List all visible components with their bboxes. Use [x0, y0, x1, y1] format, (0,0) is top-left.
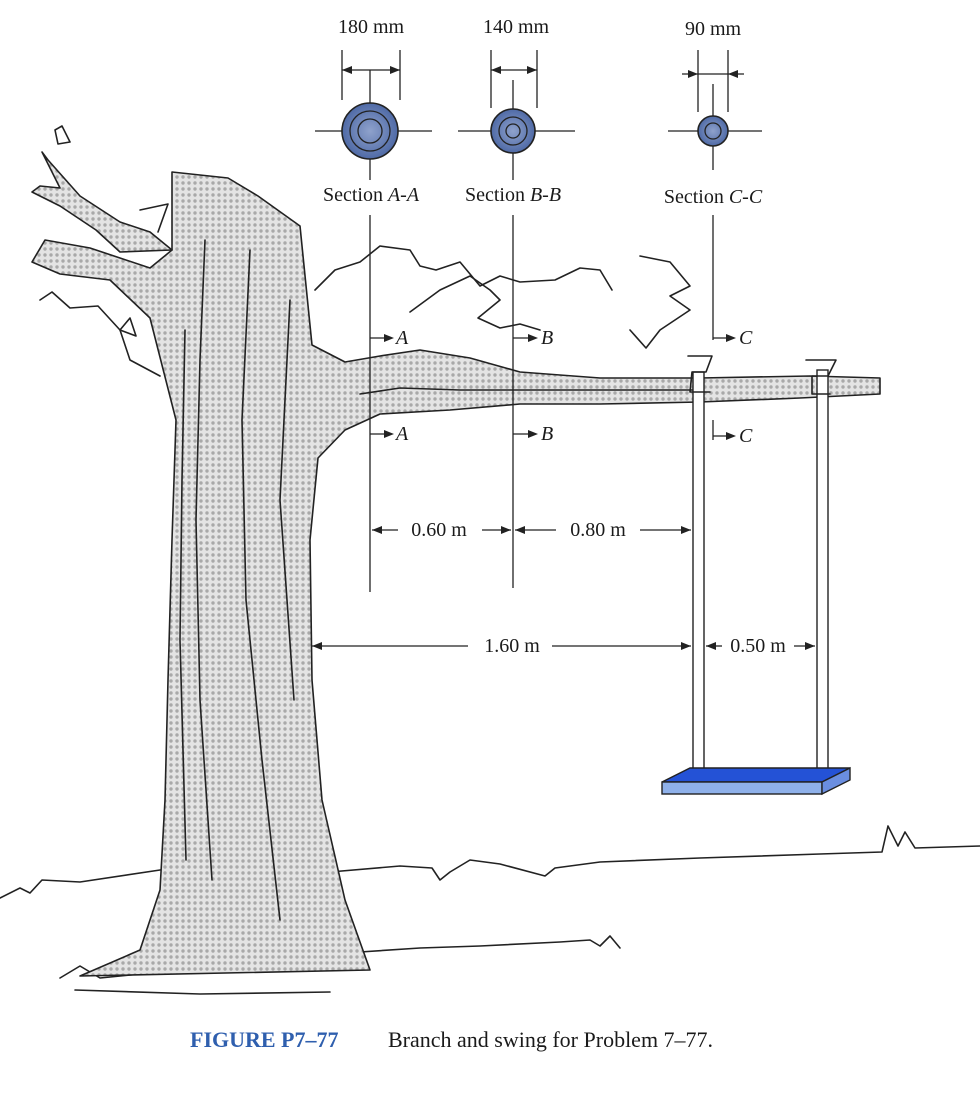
section-b-b: 140 mm Section B-B: [458, 16, 575, 206]
dimension-trunk-to-rope: 1.60 m: [312, 635, 691, 657]
rope-left: [692, 371, 705, 773]
swing-seat-side: [821, 766, 851, 796]
cross-section-c: [697, 115, 729, 147]
section-a-a: 180 mm Section A-A: [315, 16, 432, 206]
dim-b-to-rope-label: 0.80 m: [570, 519, 626, 541]
cut-line-a: A A: [369, 215, 409, 592]
cut-line-b: B B: [512, 215, 553, 588]
section-c-c: 90 mm Section C-C: [664, 18, 763, 208]
swing-seat-top: [661, 767, 851, 783]
section-c-diameter: 90 mm: [685, 18, 742, 40]
knot-right: [805, 359, 837, 395]
dimension-rope-spacing: 0.50 m: [706, 635, 815, 657]
section-a-diameter: 180 mm: [338, 16, 405, 38]
knot-left: [687, 355, 713, 393]
cross-section-b: [490, 108, 536, 154]
caption-text: Branch and swing for Problem 7–77.: [388, 1027, 713, 1052]
section-b-diameter: 140 mm: [483, 16, 550, 38]
caption-label: FIGURE P7–77: [190, 1027, 339, 1052]
dim-trunk-to-rope-label: 1.60 m: [484, 635, 540, 657]
cut-letter-a-bottom: A: [394, 423, 409, 445]
swing: [661, 355, 851, 796]
section-a-title: Section A-A: [323, 184, 420, 206]
dimension-a-to-b: 0.60 m: [372, 519, 511, 541]
dim-a-to-b-label: 0.60 m: [411, 519, 467, 541]
cut-letter-c-bottom: C: [739, 425, 753, 447]
cut-letter-a-top: A: [394, 327, 409, 349]
cut-line-c: C C: [712, 215, 753, 447]
section-b-title: Section B-B: [465, 184, 561, 206]
swing-seat-front: [661, 781, 823, 795]
section-c-title: Section C-C: [664, 186, 763, 208]
cut-letter-b-top: B: [541, 327, 553, 349]
cut-letter-b-bottom: B: [541, 423, 553, 445]
cut-letter-c-top: C: [739, 327, 753, 349]
tree: [31, 125, 881, 977]
rope-right: [816, 369, 829, 773]
dim-rope-spacing-label: 0.50 m: [730, 635, 786, 657]
dimension-b-to-rope: 0.80 m: [515, 519, 691, 541]
